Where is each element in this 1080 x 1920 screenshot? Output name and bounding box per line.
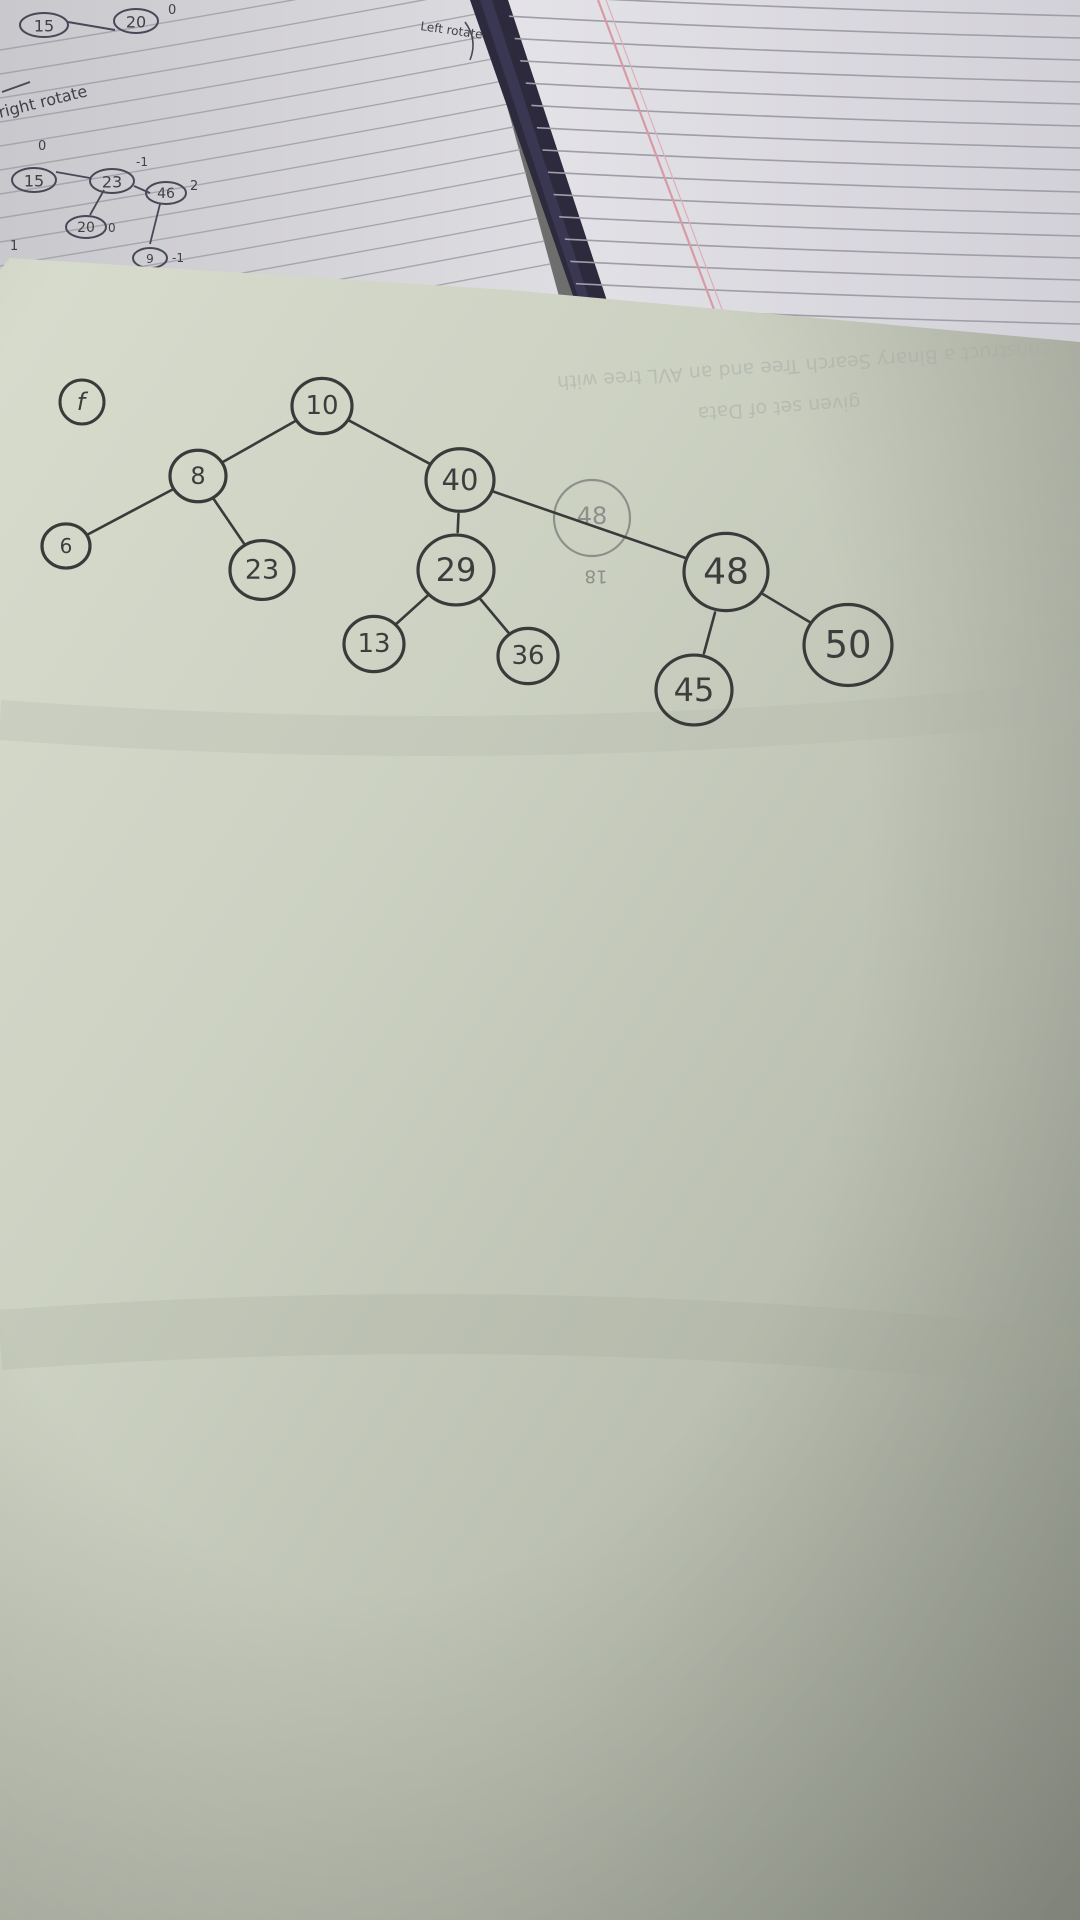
tree-node-40: 40 — [424, 447, 496, 513]
tree-edge-n8-n6 — [85, 487, 175, 537]
tree-node-value: 23 — [245, 555, 279, 586]
tree-node-value: 45 — [674, 671, 715, 709]
notebook-rule-line — [505, 59, 1080, 83]
nb-mark-0b: 0 — [38, 139, 46, 154]
nb-label-15b: 15 — [24, 172, 44, 191]
notebook-rule-line — [505, 191, 1080, 215]
notebook-rule-line — [505, 81, 1080, 105]
notebook-rule-line — [0, 117, 560, 219]
notebook-rule-line — [0, 165, 560, 267]
nb-mark-2: 2 — [190, 179, 198, 194]
nb-mark-neg1a: -1 — [136, 155, 148, 169]
tree-node-ring — [424, 447, 496, 513]
tree-node-6: 6 — [40, 522, 92, 570]
tree-node-10: 10 — [290, 376, 354, 436]
notebook-rule-line — [0, 45, 560, 147]
notebook-rule-line — [505, 169, 1080, 193]
tree-node-ring — [290, 376, 354, 436]
notebook-rule-line — [505, 213, 1080, 237]
tree-edge-n40-n29 — [456, 512, 460, 534]
erased-node: 48 18 — [552, 478, 632, 587]
notebook-rule-line — [0, 93, 560, 195]
nb-label-46: 46 — [157, 186, 175, 202]
notebook-rule-line — [0, 0, 560, 51]
paper-sheet — [0, 258, 1080, 1920]
notebook-rule-line — [0, 21, 560, 123]
tree-node-ring — [342, 614, 406, 674]
tree-edge-n10-n40 — [347, 418, 432, 466]
tree-node-48: 48 — [682, 531, 770, 613]
nb-label-20b: 20 — [77, 220, 95, 236]
nb-label-9: 9 — [146, 252, 154, 266]
tree-node-ring — [802, 602, 894, 688]
erased-node-mark: 18 — [585, 566, 608, 587]
nb-mark-neg1b: -1 — [172, 251, 184, 265]
tree-edge-n40-n48 — [490, 489, 688, 560]
tree-edge-n48-n45 — [702, 611, 717, 655]
nb-label-20a: 20 — [126, 13, 146, 32]
tree-node-50: 50 — [802, 602, 894, 688]
tree-node-ring — [496, 626, 560, 686]
notebook-rule-line — [0, 0, 560, 75]
tree-node-value: 6 — [60, 534, 73, 558]
notebook-left-page — [0, 0, 560, 310]
notebook-rule-line — [505, 0, 1080, 17]
tree-edge-n10-n8 — [221, 419, 298, 464]
notebook-rule-line — [0, 213, 560, 300]
tree-edge-n8-n23 — [212, 497, 246, 545]
notebook-rule-line — [505, 147, 1080, 171]
notebook-right-page — [505, 0, 1080, 345]
tree-node-value: 48 — [703, 552, 749, 593]
tree-node-ring — [40, 522, 92, 570]
nb-label-15a: 15 — [34, 17, 54, 36]
tree-node-23: 23 — [228, 538, 296, 602]
tree-node-ring — [682, 531, 770, 613]
tree-nodes: 10 8 6 23 40 29 13 36 48 45 50 — [40, 376, 894, 727]
tree-edge-n48-n50 — [760, 592, 812, 624]
tree-edge-n29-n13 — [394, 594, 430, 626]
tree-node-ring — [654, 653, 734, 727]
notebook-rule-line — [505, 37, 1080, 61]
notebook-rule-line — [0, 141, 560, 243]
notebook-rule-line — [0, 69, 560, 171]
notebook-rule-line — [505, 279, 1080, 303]
nb-mark-0a: 0 — [168, 3, 176, 18]
notebook-rule-line — [0, 261, 560, 300]
tree-node-ring — [228, 538, 296, 602]
tree-node-value: 8 — [190, 462, 205, 490]
tree-edge-n29-n36 — [479, 597, 511, 635]
nb-label-23: 23 — [102, 173, 122, 192]
tree-node-8: 8 — [168, 448, 228, 504]
nb-mark-0c: 0 — [108, 221, 116, 235]
notebook-rule-line — [505, 235, 1080, 259]
tree-node-ring — [168, 448, 228, 504]
tree-node-13: 13 — [342, 614, 406, 674]
tree-node-29: 29 — [416, 533, 496, 607]
tree-node-value: 29 — [436, 551, 477, 589]
notebook-rule-line — [505, 125, 1080, 149]
notebook-rule-line — [505, 15, 1080, 39]
tree-node-value: 13 — [357, 629, 390, 659]
tree-node-value: 50 — [824, 624, 871, 667]
tree-node-value: 36 — [511, 641, 544, 671]
notebook-rule-line — [505, 103, 1080, 127]
notebook-rule-line — [505, 257, 1080, 281]
tree-node-ring — [416, 533, 496, 607]
margin-line — [596, 0, 720, 321]
tree-node-value: 10 — [305, 391, 338, 421]
nb-mark-1: 1 — [10, 239, 18, 254]
tree-node-36: 36 — [496, 626, 560, 686]
tree-node-45: 45 — [654, 653, 734, 727]
tree-edges — [85, 418, 812, 655]
tree-node-value: 40 — [442, 463, 479, 497]
